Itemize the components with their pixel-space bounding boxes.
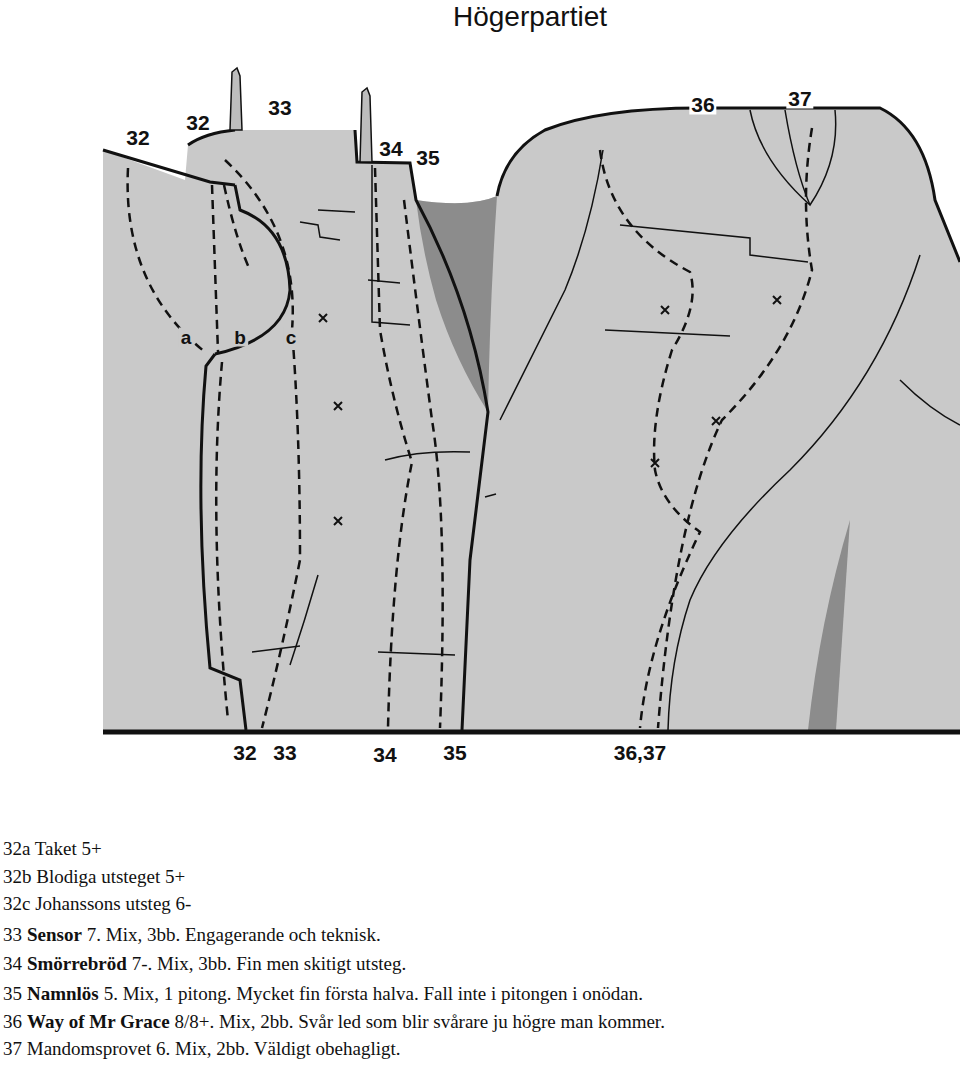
route-number: 32 <box>184 112 211 133</box>
route-note: 37 Mandomsprovet 6. Mix, 2bb. Väldigt ob… <box>3 1038 401 1061</box>
route-text: 37 Mandomsprovet 6. Mix, 2bb. Väldigt ob… <box>3 1038 401 1059</box>
route-text: 32c Johanssons utsteg 6- <box>3 893 191 914</box>
route-name: Smörrebröd <box>27 953 127 974</box>
route-note: 32c Johanssons utsteg 6- <box>3 893 191 916</box>
route-number: 36 <box>689 94 716 115</box>
route-name: Namnlös <box>27 983 99 1004</box>
route-text: 7-. Mix, 3bb. Fin men skitigt utsteg. <box>132 953 406 974</box>
variant-letter: b <box>232 328 248 347</box>
diagram-title: Högerpartiet <box>453 3 607 31</box>
route-text: 33 <box>3 924 22 945</box>
route-text: 8/8+. Mix, 2bb. Svår led som blir svårar… <box>175 1011 665 1032</box>
route-number: 33 <box>271 742 298 763</box>
route-number: 34 <box>377 138 404 159</box>
route-number: 35 <box>414 147 441 168</box>
route-number: 32 <box>231 742 258 763</box>
route-number: 33 <box>266 97 293 118</box>
route-number: 32 <box>124 127 151 148</box>
route-number: 34 <box>371 744 398 765</box>
route-text: 36 <box>3 1011 22 1032</box>
route-name: Sensor <box>27 924 82 945</box>
route-note: 34Smörrebröd7-. Mix, 3bb. Fin men skitig… <box>3 953 406 976</box>
route-text: 34 <box>3 953 22 974</box>
route-number: 36,37 <box>612 742 669 763</box>
route-note: 32b Blodiga utsteget 5+ <box>3 866 185 889</box>
route-text: 7. Mix, 3bb. Engagerande och teknisk. <box>87 924 381 945</box>
route-note: 35Namnlös5. Mix, 1 pitong. Mycket fin fö… <box>3 983 643 1006</box>
route-text: 32b Blodiga utsteget 5+ <box>3 866 185 887</box>
variant-letter: a <box>179 328 194 347</box>
route-name: Way of Mr Grace <box>27 1011 170 1032</box>
route-text: 32a Taket 5+ <box>3 838 102 859</box>
route-number: 35 <box>441 742 468 763</box>
route-note: 32a Taket 5+ <box>3 838 102 861</box>
route-text: 35 <box>3 983 22 1004</box>
variant-letter: c <box>284 328 299 347</box>
route-note: 36Way of Mr Grace8/8+. Mix, 2bb. Svår le… <box>3 1011 665 1034</box>
route-text: 5. Mix, 1 pitong. Mycket fin första halv… <box>104 983 643 1004</box>
route-number: 37 <box>786 88 813 109</box>
route-note: 33Sensor7. Mix, 3bb. Engagerande och tek… <box>3 924 381 947</box>
